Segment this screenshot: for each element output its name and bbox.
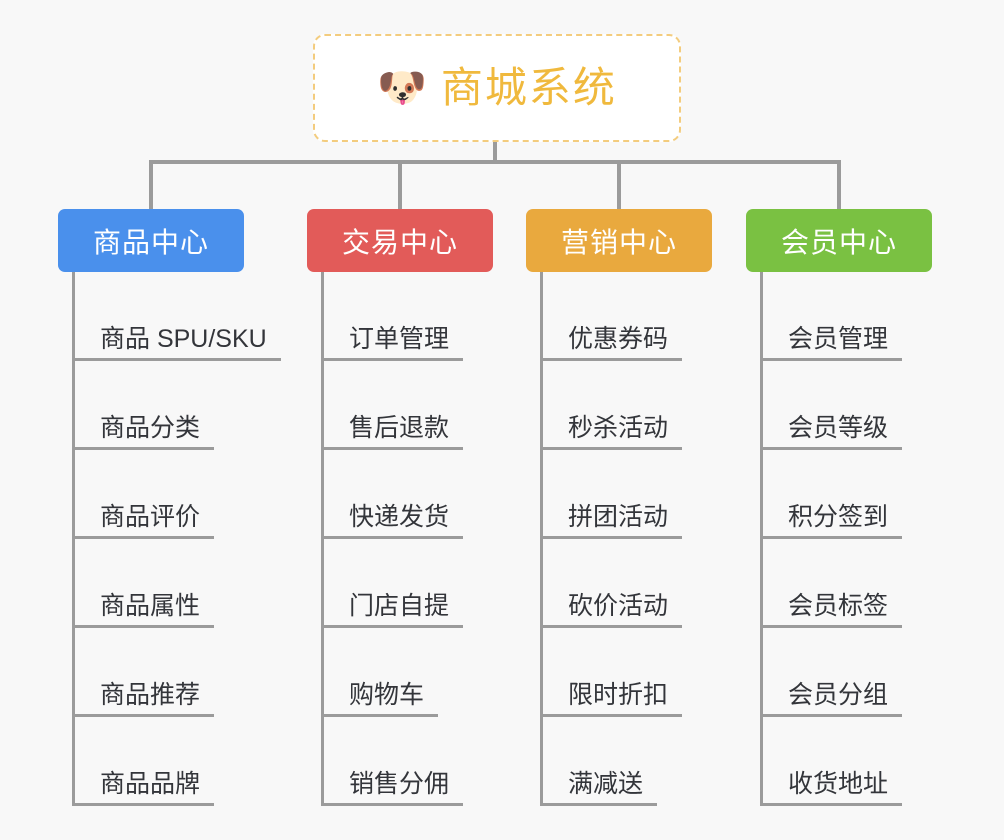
- leaf-item-label: 满减送: [568, 770, 644, 799]
- leaf-item[interactable]: 商品品牌: [72, 717, 302, 806]
- leaf-item-label: 购物车: [349, 681, 425, 710]
- leaf-item[interactable]: 商品评价: [72, 450, 302, 539]
- leaf-underline: 商品 SPU/SKU: [72, 325, 281, 361]
- leaf-item-label: 快递发货: [349, 503, 450, 532]
- leaf-underline: 商品评价: [72, 503, 215, 539]
- leaf-item[interactable]: 订单管理: [321, 272, 551, 361]
- leaf-item[interactable]: 商品属性: [72, 539, 302, 628]
- leaf-underline: 售后退款: [321, 414, 464, 450]
- leaf-underline: 会员标签: [760, 592, 903, 628]
- leaf-underline: 收货地址: [760, 770, 903, 806]
- leaf-item[interactable]: 拼团活动: [540, 450, 770, 539]
- leaf-item[interactable]: 商品 SPU/SKU: [72, 272, 302, 361]
- leaf-item[interactable]: 商品推荐: [72, 628, 302, 717]
- leaf-item-label: 商品分类: [100, 414, 201, 443]
- branch-header-label: 交易中心: [341, 226, 458, 258]
- leaf-underline: 订单管理: [321, 325, 464, 361]
- branch-drop-line-member-center: [837, 160, 841, 209]
- leaf-underline: 快递发货: [321, 503, 464, 539]
- leaf-underline: 会员管理: [760, 325, 903, 361]
- leaf-item[interactable]: 优惠券码: [540, 272, 770, 361]
- leaf-item-label: 商品评价: [100, 503, 201, 532]
- leaf-item[interactable]: 快递发货: [321, 450, 551, 539]
- leaf-item[interactable]: 会员标签: [760, 539, 990, 628]
- leaf-underline: 商品属性: [72, 592, 215, 628]
- leaf-item-label: 商品推荐: [100, 681, 201, 710]
- leaf-list-product-center: 商品 SPU/SKU 商品分类商品评价商品属性商品推荐商品品牌: [72, 272, 302, 806]
- branch-drop-line-trade-center: [398, 160, 402, 209]
- branch-header-trade-center[interactable]: 交易中心: [307, 209, 493, 272]
- leaf-underline: 限时折扣: [540, 681, 683, 717]
- root-title: 商城系统: [440, 64, 617, 111]
- leaf-underline: 门店自提: [321, 592, 464, 628]
- branch-header-member-center[interactable]: 会员中心: [746, 209, 932, 272]
- leaf-item-label: 售后退款: [349, 414, 450, 443]
- leaf-list-marketing-center: 优惠券码秒杀活动拼团活动砍价活动限时折扣满减送: [540, 272, 770, 806]
- leaf-underline: 优惠券码: [540, 325, 683, 361]
- leaf-item-label: 商品 SPU/SKU: [100, 325, 267, 354]
- leaf-item[interactable]: 积分签到: [760, 450, 990, 539]
- leaf-item-label: 砍价活动: [568, 592, 669, 621]
- leaf-item-label: 会员分组: [788, 681, 889, 710]
- branch-drop-line-marketing-center: [617, 160, 621, 209]
- leaf-underline: 商品品牌: [72, 770, 215, 806]
- leaf-underline: 砍价活动: [540, 592, 683, 628]
- leaf-underline: 销售分佣: [321, 770, 464, 806]
- leaf-underline: 购物车: [321, 681, 439, 717]
- branch-drop-line-product-center: [149, 160, 153, 209]
- leaf-item-label: 积分签到: [788, 503, 889, 532]
- leaf-underline: 商品分类: [72, 414, 215, 450]
- leaf-item-label: 优惠券码: [568, 325, 669, 354]
- leaf-item-label: 订单管理: [349, 325, 450, 354]
- branch-trunk-line-product-center: [72, 272, 75, 806]
- leaf-item[interactable]: 售后退款: [321, 361, 551, 450]
- leaf-item-label: 会员管理: [788, 325, 889, 354]
- leaf-item-label: 销售分佣: [349, 770, 450, 799]
- branch-header-label: 商品中心: [92, 226, 209, 258]
- leaf-item[interactable]: 会员管理: [760, 272, 990, 361]
- root-node[interactable]: 🐶 商城系统: [313, 34, 681, 142]
- branch-header-product-center[interactable]: 商品中心: [58, 209, 244, 272]
- leaf-underline: 会员分组: [760, 681, 903, 717]
- leaf-item[interactable]: 秒杀活动: [540, 361, 770, 450]
- leaf-item[interactable]: 门店自提: [321, 539, 551, 628]
- leaf-underline: 积分签到: [760, 503, 903, 539]
- leaf-underline: 秒杀活动: [540, 414, 683, 450]
- horizontal-bus-line: [149, 160, 841, 164]
- leaf-list-member-center: 会员管理会员等级积分签到会员标签会员分组收货地址: [760, 272, 990, 806]
- leaf-item[interactable]: 砍价活动: [540, 539, 770, 628]
- leaf-item[interactable]: 购物车: [321, 628, 551, 717]
- leaf-item[interactable]: 会员分组: [760, 628, 990, 717]
- leaf-item[interactable]: 销售分佣: [321, 717, 551, 806]
- leaf-item-label: 会员标签: [788, 592, 889, 621]
- leaf-item[interactable]: 商品分类: [72, 361, 302, 450]
- root-stem-line: [493, 142, 497, 164]
- leaf-item-label: 限时折扣: [568, 681, 669, 710]
- leaf-item[interactable]: 限时折扣: [540, 628, 770, 717]
- leaf-underline: 满减送: [540, 770, 658, 806]
- leaf-item[interactable]: 收货地址: [760, 717, 990, 806]
- leaf-item-label: 商品属性: [100, 592, 201, 621]
- leaf-item[interactable]: 满减送: [540, 717, 770, 806]
- leaf-item-label: 收货地址: [788, 770, 889, 799]
- leaf-item-label: 拼团活动: [568, 503, 669, 532]
- leaf-item[interactable]: 会员等级: [760, 361, 990, 450]
- leaf-item-label: 商品品牌: [100, 770, 201, 799]
- leaf-underline: 商品推荐: [72, 681, 215, 717]
- branch-header-marketing-center[interactable]: 营销中心: [526, 209, 712, 272]
- leaf-item-label: 秒杀活动: [568, 414, 669, 443]
- leaf-list-trade-center: 订单管理售后退款快递发货门店自提购物车销售分佣: [321, 272, 551, 806]
- branch-trunk-line-member-center: [760, 272, 763, 806]
- branch-header-label: 营销中心: [560, 226, 677, 258]
- branch-trunk-line-marketing-center: [540, 272, 543, 806]
- leaf-underline: 拼团活动: [540, 503, 683, 539]
- leaf-item-label: 会员等级: [788, 414, 889, 443]
- leaf-item-label: 门店自提: [349, 592, 450, 621]
- shiba-dog-face-icon: 🐶: [377, 66, 427, 110]
- branch-trunk-line-trade-center: [321, 272, 324, 806]
- leaf-underline: 会员等级: [760, 414, 903, 450]
- branch-header-label: 会员中心: [780, 226, 897, 258]
